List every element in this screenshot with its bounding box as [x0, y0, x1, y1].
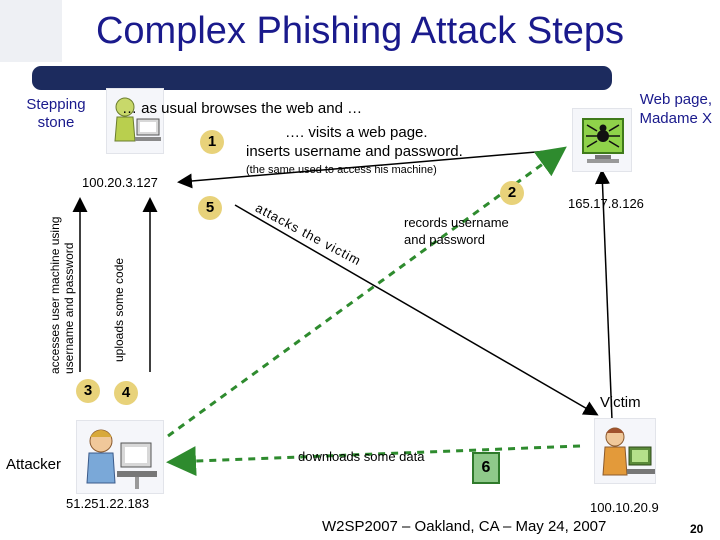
web-page-ip: 165.17.8.126 — [568, 196, 644, 211]
step-1-text-b: …. visits a web page. — [285, 124, 428, 141]
title-bar — [32, 66, 612, 90]
step-1-badge: 1 — [200, 130, 224, 154]
step-6-text: downloads some data — [298, 449, 425, 464]
stepping-stone-label: Stepping stone — [26, 96, 86, 131]
page-title: Complex Phishing Attack Steps — [95, 10, 625, 52]
step-5-badge: 5 — [198, 196, 222, 220]
step-1-text-c: inserts username and password. — [246, 143, 463, 160]
arrow-attacker-web — [167, 146, 567, 438]
stepping-stone-icon — [106, 88, 164, 154]
stepping-stone-ip: 100.20.3.127 — [82, 175, 158, 190]
attacker-ip: 51.251.22.183 — [66, 496, 150, 511]
victim-ip: 100.10.20.9 — [590, 500, 659, 515]
attacker-label: Attacker — [6, 456, 62, 473]
arrow-step-1 — [594, 169, 613, 421]
step-3-text-line2: username and password — [62, 242, 76, 374]
step-1-text-d: (the same used to access his machine) — [246, 164, 437, 176]
step-6-badge: 6 — [472, 452, 500, 484]
title-decoration — [0, 0, 62, 62]
step-4-text: uploads some code — [112, 257, 126, 362]
arrow-step-5 — [234, 204, 599, 416]
web-page-icon — [572, 108, 632, 172]
attacker-icon — [76, 420, 164, 494]
step-1-text-a: … as usual browses the web and … — [122, 100, 363, 117]
step-2-text: records username and password — [404, 215, 509, 247]
arrow-step-6 — [166, 444, 581, 477]
web-page-label: Web page, Madame X — [639, 91, 712, 127]
footer-conference: W2SP2007 – Oakland, CA – May 24, 2007 — [322, 518, 607, 535]
step-2-badge: 2 — [500, 181, 524, 205]
victim-label: Victim — [600, 394, 641, 411]
step-4-badge: 4 — [114, 381, 138, 405]
arrow-step-2 — [177, 149, 561, 189]
step-3-badge: 3 — [76, 379, 100, 403]
victim-icon — [594, 418, 656, 484]
page-number: 20 — [690, 522, 704, 536]
step-3-text-line1: accesses user machine using — [48, 216, 62, 374]
